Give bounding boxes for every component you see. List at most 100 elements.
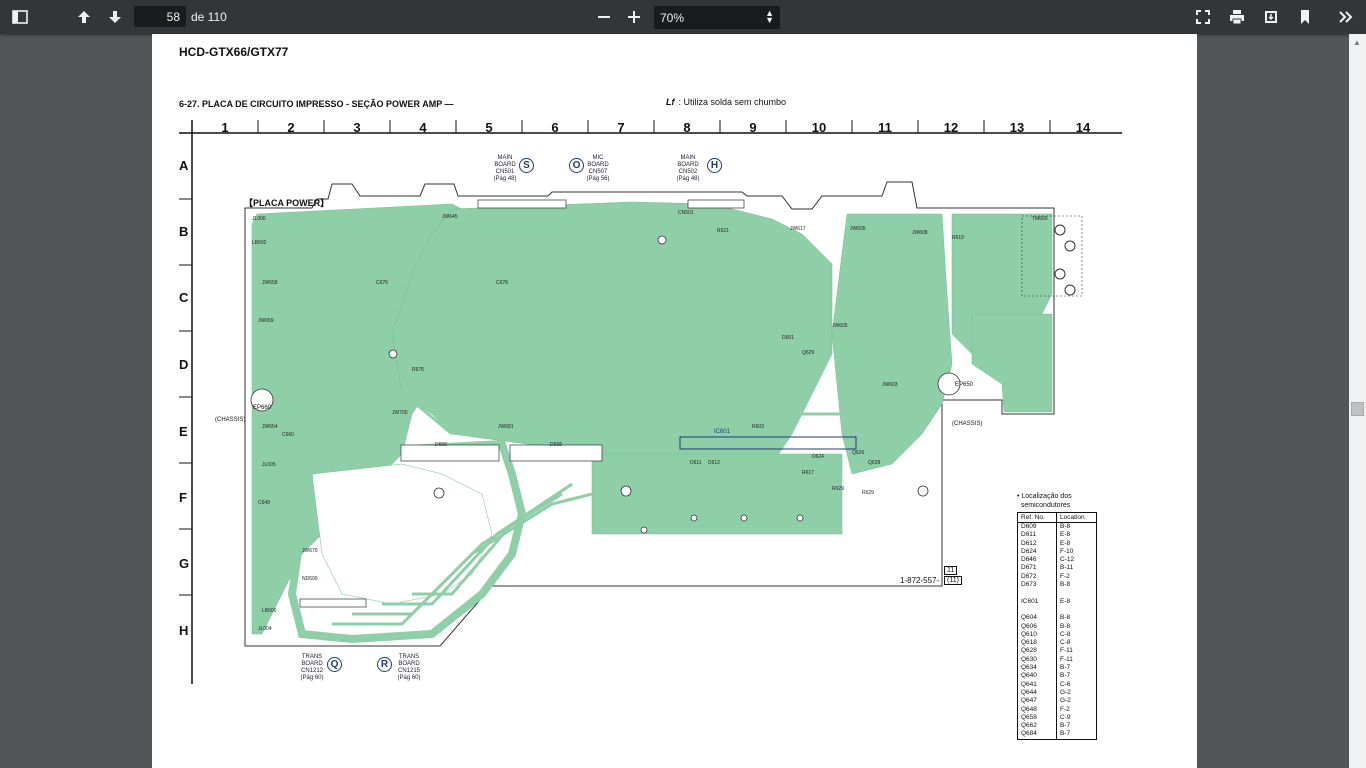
scroll-thumb[interactable] bbox=[1351, 402, 1364, 416]
previous-page-icon[interactable] bbox=[72, 5, 96, 29]
scroll-up-arrow-icon[interactable]: ▲ bbox=[1353, 38, 1361, 47]
part-suffix-top: 11 bbox=[944, 566, 958, 575]
ref-no-cell: Q662 bbox=[1017, 722, 1058, 731]
download-icon[interactable] bbox=[1259, 5, 1283, 29]
svg-text:JL005: JL005 bbox=[262, 462, 276, 468]
svg-text:R629: R629 bbox=[862, 490, 874, 496]
svg-text:JW605: JW605 bbox=[832, 323, 848, 329]
column-number: 5 bbox=[485, 120, 493, 135]
location-cell: F-10 bbox=[1060, 547, 1074, 555]
svg-text:D656: D656 bbox=[435, 442, 447, 448]
location-cell: B-8 bbox=[1060, 581, 1071, 589]
connector-label-s: MAIN BOARD CN501 (Pág 48) bbox=[493, 155, 517, 182]
zoom-out-icon[interactable] bbox=[592, 5, 616, 29]
column-number: 12 bbox=[943, 120, 959, 135]
connector-marker-s: S bbox=[519, 158, 534, 173]
ref-no-cell: D612 bbox=[1017, 539, 1058, 548]
svg-text:R675: R675 bbox=[412, 367, 424, 373]
connector-marker-o: O bbox=[569, 158, 584, 173]
more-tools-icon[interactable] bbox=[1334, 5, 1358, 29]
svg-text:JW608: JW608 bbox=[912, 230, 928, 236]
location-cell: C-8 bbox=[1060, 639, 1071, 647]
svg-text:JW659: JW659 bbox=[258, 318, 274, 324]
svg-text:ND600: ND600 bbox=[302, 576, 318, 582]
svg-text:LB602: LB602 bbox=[252, 240, 267, 246]
ref-no-cell: D671 bbox=[1017, 564, 1058, 573]
zoom-in-icon[interactable] bbox=[622, 5, 646, 29]
svg-text:C649: C649 bbox=[258, 500, 270, 506]
page-total-label: de 110 bbox=[191, 10, 227, 24]
grid-frame bbox=[179, 120, 1122, 684]
location-cell: F-2 bbox=[1060, 705, 1070, 713]
location-cell bbox=[1057, 589, 1097, 597]
svg-text:R619: R619 bbox=[952, 235, 964, 241]
location-cell: B-7 bbox=[1060, 664, 1071, 672]
svg-text:LB600: LB600 bbox=[262, 608, 277, 614]
bookmark-icon[interactable] bbox=[1293, 5, 1317, 29]
svg-text:JW645: JW645 bbox=[442, 214, 458, 220]
row-letter: C bbox=[179, 290, 189, 305]
table-row bbox=[1017, 589, 1097, 598]
location-cell: C-12 bbox=[1060, 556, 1075, 564]
svg-text:Q628: Q628 bbox=[868, 460, 880, 466]
location-cell: B-7 bbox=[1060, 730, 1071, 738]
svg-text:R603: R603 bbox=[752, 424, 764, 430]
ref-no-cell: D672 bbox=[1017, 572, 1058, 582]
svg-text:R629: R629 bbox=[832, 486, 844, 492]
svg-text:JW617: JW617 bbox=[790, 226, 806, 232]
print-icon[interactable] bbox=[1225, 5, 1249, 29]
row-letter: G bbox=[179, 556, 190, 571]
fit-page-icon[interactable] bbox=[1191, 5, 1215, 29]
location-cell: E-8 bbox=[1060, 531, 1071, 539]
location-cell: B-11 bbox=[1060, 564, 1074, 572]
zoom-select[interactable]: 70% ▲▼ bbox=[654, 6, 780, 29]
connector-label-o: MIC BOARD CN507 (Pág 56) bbox=[586, 155, 610, 182]
row-letter: E bbox=[179, 424, 188, 439]
column-number: 7 bbox=[617, 120, 625, 135]
location-cell bbox=[1057, 606, 1097, 614]
column-number: 10 bbox=[811, 120, 827, 135]
ref-no-cell: Q628 bbox=[1017, 647, 1058, 656]
chassis-label-right: (CHASSIS) bbox=[952, 421, 983, 427]
page-number-input[interactable] bbox=[134, 6, 186, 27]
vertical-scrollbar[interactable]: ▲ bbox=[1349, 34, 1366, 768]
sidebar-toggle-icon[interactable] bbox=[8, 5, 32, 29]
location-cell: F-11 bbox=[1060, 655, 1073, 663]
location-cell: F-2 bbox=[1060, 572, 1070, 580]
location-cell: C-8 bbox=[1060, 630, 1071, 638]
ref-no-cell: D611 bbox=[1017, 531, 1058, 540]
svg-text:D624: D624 bbox=[812, 454, 824, 460]
location-cell: B-8 bbox=[1060, 614, 1071, 622]
column-number: 6 bbox=[551, 120, 559, 135]
ep-right-label: EP650 bbox=[955, 382, 974, 388]
column-number: 4 bbox=[419, 120, 427, 135]
next-page-icon[interactable] bbox=[103, 5, 127, 29]
ep-left-label: EP660 bbox=[253, 405, 272, 411]
connector-marker-r: R bbox=[377, 657, 392, 672]
row-letter: H bbox=[179, 623, 189, 638]
location-cell: C-6 bbox=[1060, 680, 1071, 688]
table-header: Location bbox=[1056, 512, 1097, 523]
table-row bbox=[1017, 605, 1097, 615]
svg-text:JW681: JW681 bbox=[498, 424, 514, 430]
connector-marker-q: Q bbox=[327, 657, 342, 672]
location-cell: E-8 bbox=[1060, 597, 1071, 605]
svg-text:C678: C678 bbox=[496, 280, 508, 286]
ref-no-cell: Q640 bbox=[1017, 672, 1058, 681]
column-number: 3 bbox=[353, 120, 361, 135]
ref-no-cell: D624 bbox=[1017, 547, 1058, 557]
svg-text:D611: D611 bbox=[690, 460, 702, 466]
